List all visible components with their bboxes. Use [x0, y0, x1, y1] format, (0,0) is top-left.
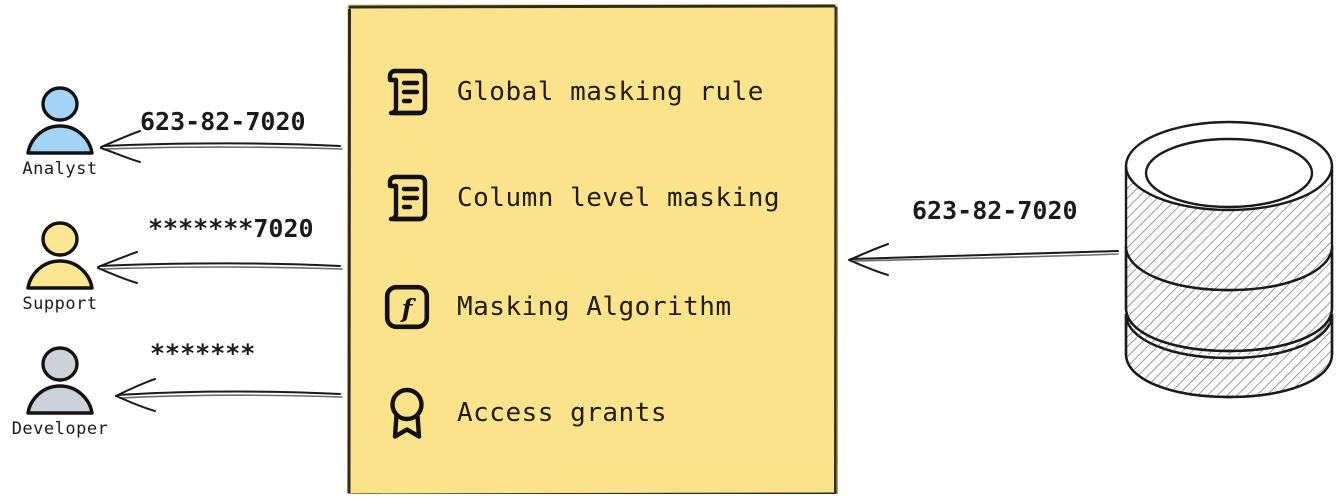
arrow-label-database: 623-82-7020 [912, 196, 1078, 225]
arrow-to-developer [115, 378, 343, 412]
person-icon [26, 221, 94, 290]
actor-label: Support [22, 294, 98, 314]
policy-item-access-grants[interactable]: Access grants [383, 387, 667, 439]
arrow-label-analyst: 623-82-7020 [140, 107, 306, 136]
arrow-database-to-policy [848, 243, 1119, 276]
arrow-label-support: *******7020 [148, 214, 314, 243]
policy-item-label: Access grants [457, 398, 667, 428]
policy-item-global-masking-rule[interactable]: Global masking rule [383, 66, 764, 118]
arrow-label-developer: ******* [150, 339, 256, 368]
policy-item-column-level-masking[interactable]: Column level masking [383, 172, 780, 224]
award-icon [383, 387, 431, 439]
policy-item-label: Column level masking [457, 183, 781, 213]
actor-analyst[interactable]: Analyst [0, 78, 120, 179]
person-icon [26, 346, 94, 415]
actor-developer[interactable]: Developer [0, 338, 120, 439]
database-cylinder-icon[interactable] [1118, 118, 1340, 400]
svg-text:f: f [400, 294, 417, 323]
actor-support[interactable]: Support [0, 213, 120, 314]
person-icon [26, 86, 94, 155]
actor-label: Developer [11, 419, 109, 439]
policy-box: Global masking rule Column level masking… [347, 4, 838, 494]
actor-label: Analyst [22, 159, 98, 179]
policy-item-masking-algorithm[interactable]: f Masking Algorithm [383, 281, 732, 333]
function-icon: f [383, 281, 431, 333]
arrow-to-analyst [100, 130, 343, 163]
policy-item-label: Global masking rule [457, 77, 764, 107]
database-segment-top [1124, 120, 1334, 292]
policy-item-label: Masking Algorithm [457, 292, 732, 322]
scroll-icon [383, 66, 431, 118]
scroll-icon [383, 172, 431, 224]
arrow-to-support [97, 251, 343, 284]
